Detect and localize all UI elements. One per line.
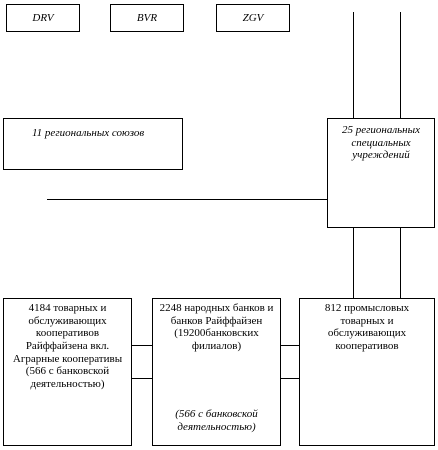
industrial-cooperatives-label: 812 промысловых товарных и обслуживающих… — [324, 302, 410, 352]
people-banks-note: (566 с банковской деятельностью) — [175, 408, 258, 433]
connector-line — [281, 378, 299, 379]
connector-line — [47, 199, 327, 200]
connector-line — [281, 345, 299, 346]
box-regional-unions: 11 региональных союзов — [3, 118, 183, 170]
box-cooperatives-raiffeisen: 4184 товарных и обслуживающих кооператив… — [3, 298, 132, 446]
connector-line — [132, 378, 152, 379]
regional-unions-label: 11 региональных союзов — [32, 127, 145, 139]
connector-line — [132, 345, 152, 346]
box-drv-label: DRV — [32, 12, 54, 24]
box-bvr-label: BVR — [136, 12, 158, 24]
box-zgv-label: ZGV — [242, 12, 264, 24]
connector-line — [353, 228, 354, 298]
box-zgv: ZGV — [216, 4, 290, 32]
box-drv: DRV — [6, 4, 80, 32]
box-special-institutions: 25 региональных специальных учреждений — [327, 118, 435, 228]
special-institutions-label: 25 региональных специальных учреждений — [342, 124, 420, 162]
connector-line — [353, 12, 354, 118]
people-banks-label: 2248 народных банков и банков Райффайзен… — [159, 302, 274, 352]
cooperatives-raiffeisen-label: 4184 товарных и обслуживающих кооператив… — [12, 302, 123, 390]
connector-line — [400, 12, 401, 118]
box-industrial-cooperatives: 812 промысловых товарных и обслуживающих… — [299, 298, 435, 446]
box-bvr: BVR — [110, 4, 184, 32]
connector-line — [400, 228, 401, 298]
box-people-banks: 2248 народных банков и банков Райффайзен… — [152, 298, 281, 446]
